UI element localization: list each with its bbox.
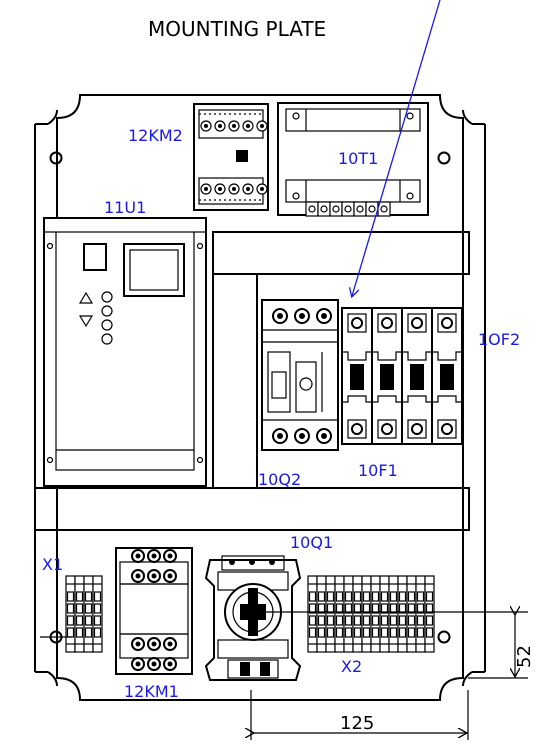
label-1of2: 1OF2 <box>478 330 520 349</box>
mounting-hole-icon <box>49 151 63 165</box>
dimension-lines <box>40 612 528 740</box>
label-10q2: 10Q2 <box>258 470 301 489</box>
label-10f1: 10F1 <box>358 461 398 480</box>
contactor-12km1 <box>115 547 193 675</box>
label-12km1: 12KM1 <box>124 682 179 701</box>
terminal-block-x2 <box>307 575 435 653</box>
terminal-block-x1 <box>65 575 103 653</box>
motor-breaker-10q2 <box>261 299 339 451</box>
label-x2: X2 <box>341 657 362 676</box>
circuit-breakers-10f1 <box>341 307 463 445</box>
contactor-12km2 <box>193 103 269 211</box>
label-10t1: 10T1 <box>338 149 378 168</box>
dimension-vertical: 52 <box>514 645 535 668</box>
dimension-horizontal: 125 <box>340 713 374 734</box>
mounting-hole-icon <box>437 630 451 644</box>
transformer-10t1 <box>277 102 429 217</box>
label-12km2: 12KM2 <box>128 126 183 145</box>
frequency-converter-11u1 <box>43 217 207 487</box>
page-title: MOUNTING PLATE <box>148 17 326 41</box>
label-10q1: 10Q1 <box>290 533 333 552</box>
mounting-hole-icon <box>437 151 451 165</box>
label-x1: X1 <box>42 555 63 574</box>
cable-duct <box>34 231 470 531</box>
pointer-arrow-icon <box>352 0 441 296</box>
label-11u1: 11U1 <box>104 198 146 217</box>
main-switch-10q1 <box>204 555 302 681</box>
mounting-plate-outline <box>34 94 486 701</box>
